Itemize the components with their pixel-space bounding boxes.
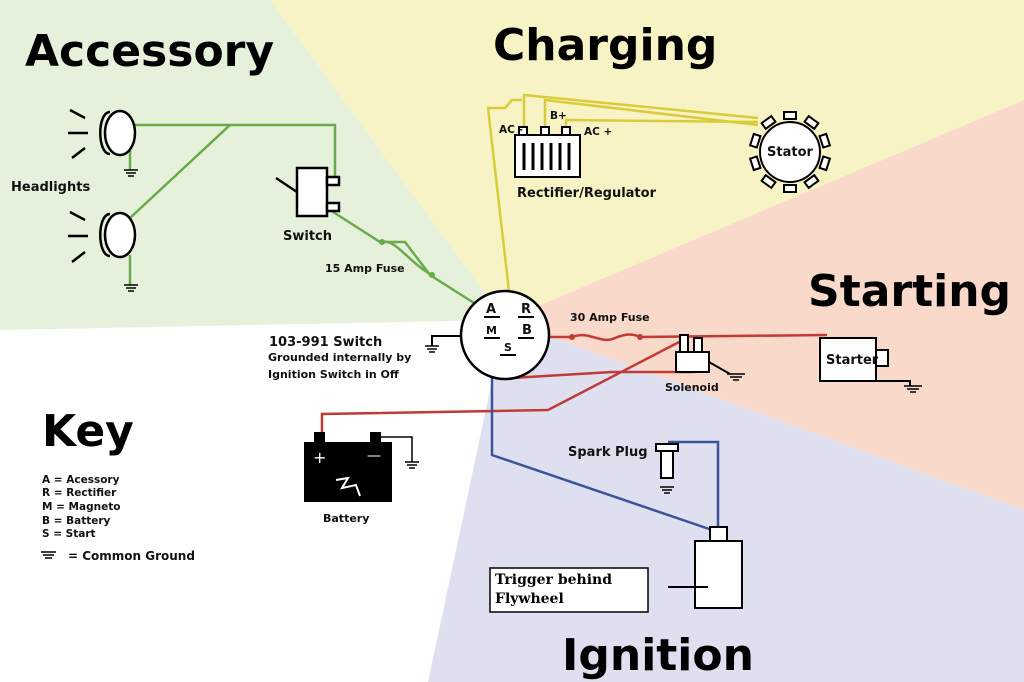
ground-symbol <box>660 486 674 494</box>
legend-item: M = Magneto <box>42 501 120 513</box>
rectifier-ac-plus: AC + <box>584 126 612 138</box>
ignition-switch <box>431 289 551 381</box>
starting-title: Starting <box>808 266 1011 317</box>
starter-label: Starter <box>826 353 879 368</box>
stator-label: Stator <box>767 145 813 160</box>
battery <box>304 432 413 502</box>
fuse-30-symbol <box>571 333 641 342</box>
headlight-bottom <box>68 210 137 263</box>
switch-label: Switch <box>283 229 332 244</box>
ground-icon <box>41 551 56 559</box>
legend: A = Acessory R = Rectifier M = Magneto B… <box>41 474 195 563</box>
solenoid <box>675 334 731 375</box>
spark-plug-label: Spark Plug <box>568 445 648 460</box>
ground-symbol <box>727 373 745 381</box>
trigger-label-line1: Trigger behind <box>495 572 612 588</box>
solenoid-label: Solenoid <box>665 381 719 394</box>
trigger-box <box>489 567 649 613</box>
battery-label: Battery <box>323 512 369 525</box>
legend-item: B = Battery <box>42 515 111 527</box>
rectifier-label: Rectifier/Regulator <box>517 186 657 201</box>
fuse-15-label: 15 Amp Fuse <box>325 262 405 275</box>
switch-terminal-s: S <box>504 341 512 354</box>
spark-plug <box>655 443 679 479</box>
charging-title: Charging <box>493 20 717 71</box>
battery-minus: — <box>367 448 381 464</box>
legend-ground: = Common Ground <box>68 549 195 563</box>
switch-model-label: 103-991 Switch <box>269 335 382 350</box>
rectifier-b-plus: B+ <box>550 110 567 122</box>
switch-terminal-a: A <box>486 302 496 317</box>
battery-plus: + <box>313 448 326 467</box>
trigger-label-line2: Flywheel <box>495 591 564 607</box>
ignition-title: Ignition <box>562 630 754 681</box>
legend-item: A = Acessory <box>42 474 120 486</box>
ground-symbol <box>405 461 419 469</box>
accessory-wires <box>128 123 486 312</box>
switch-note-line2: Ignition Switch in Off <box>268 368 399 381</box>
charging-wires <box>486 93 759 301</box>
headlight-top <box>68 108 137 159</box>
fuse-30-label: 30 Amp Fuse <box>570 311 650 324</box>
accessory-switch <box>275 166 341 218</box>
legend-item: R = Rectifier <box>42 487 117 499</box>
ground-symbol <box>425 345 439 353</box>
switch-terminal-m: M <box>486 324 497 337</box>
rectifier-regulator <box>514 126 581 178</box>
switch-terminal-b: B <box>522 323 532 338</box>
stator <box>748 111 832 193</box>
ground-symbol <box>904 385 922 393</box>
switch-terminal-r: R <box>521 302 531 317</box>
charging-zone <box>270 0 1024 320</box>
starter <box>819 337 911 386</box>
fuse-15-symbol <box>381 240 433 277</box>
key-title: Key <box>42 406 134 457</box>
starting-zone <box>505 100 1024 510</box>
ground-symbol <box>124 169 138 292</box>
headlights-label: Headlights <box>11 180 90 195</box>
ignition-coil <box>668 526 743 609</box>
rectifier-ac-minus: AC - <box>499 124 523 136</box>
accessory-title: Accessory <box>25 26 274 77</box>
legend-item: S = Start <box>42 528 96 540</box>
switch-note-line1: Grounded internally by <box>268 351 411 364</box>
